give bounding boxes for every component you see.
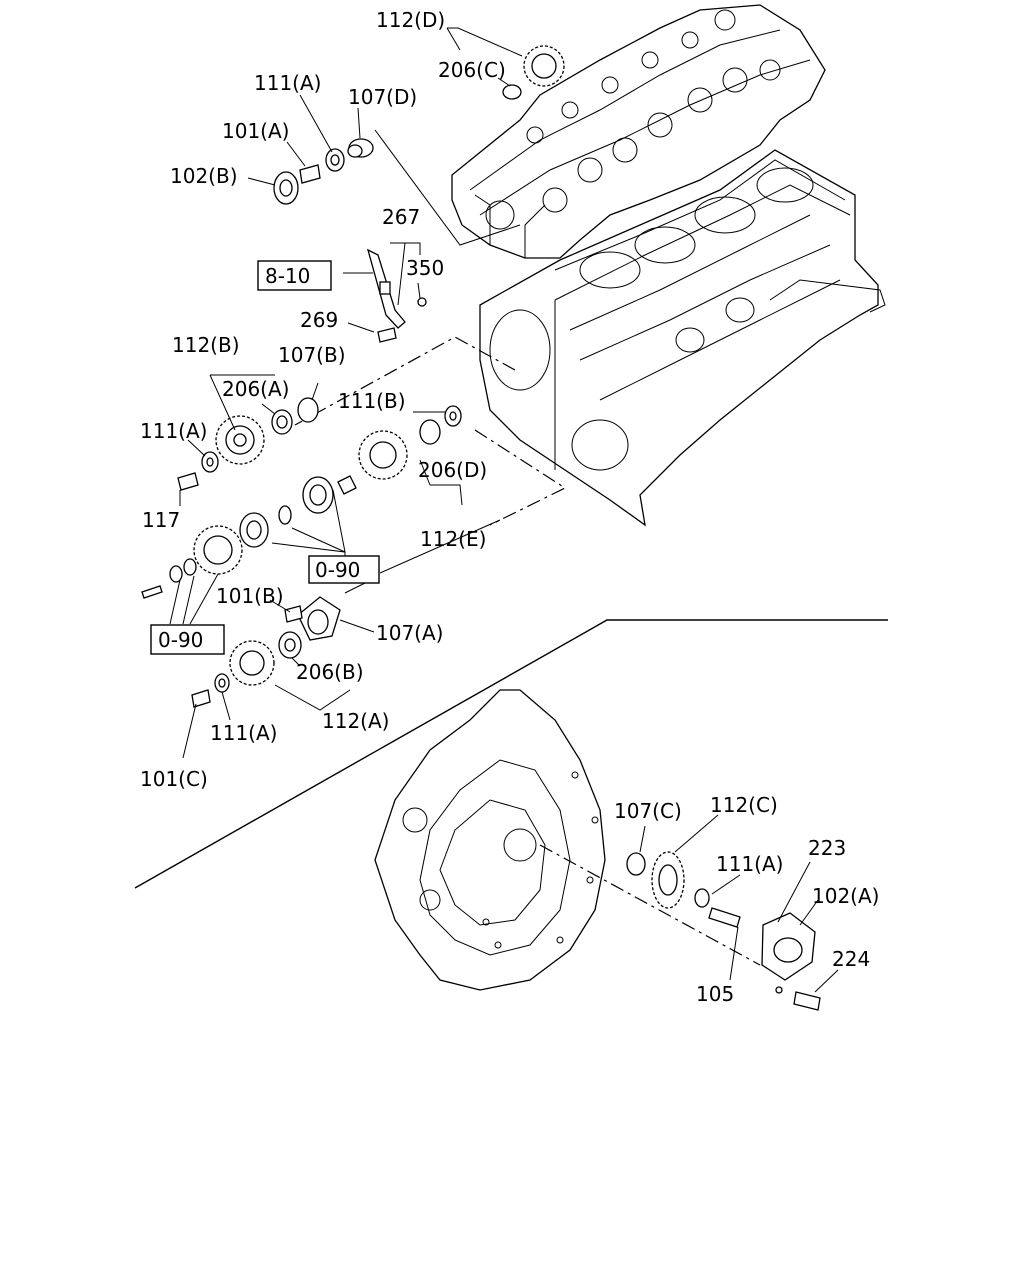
label-267: 267 [382,205,420,229]
bushing-107b [297,397,319,423]
label-112b: 112(B) [172,333,240,357]
label-102b: 102(B) [170,164,238,188]
oil-pipe-267 [366,248,406,329]
label-105: 105 [696,982,734,1006]
bushing-206b [278,631,302,659]
label-224: 224 [832,947,870,971]
bolt-101b [284,605,303,623]
bolt-117 [177,472,199,491]
housing-centerline [539,844,761,966]
label-350: 350 [406,256,444,280]
label-107a: 107(A) [376,621,443,645]
ref-box-0-90-left: 0-90 [150,624,225,655]
bushing-206d [419,419,441,445]
label-112c: 112(C) [710,793,778,817]
bolt-224 [775,986,821,1011]
bushing-206a [271,409,293,435]
label-111a-right: 111(A) [716,852,783,876]
label-101b: 101(B) [216,584,284,608]
label-111b: 111(B) [338,389,406,413]
ref-label-8-10: 8-10 [265,264,310,288]
gear-112b [215,415,265,465]
label-206d: 206(D) [418,458,487,482]
washer-111a-top [325,148,345,172]
bolt-105 [708,907,741,928]
washer-111b [444,405,462,427]
ref-box-0-90-right: 0-90 [308,555,380,584]
leader-lines [169,27,839,993]
label-111a-mid: 111(A) [140,419,207,443]
label-206c: 206(C) [438,58,506,82]
cylinder-block [479,149,886,527]
label-112e: 112(E) [420,527,486,551]
block-boundary-line [474,429,567,526]
o-ring-350 [417,297,427,307]
cover-223 [761,912,816,981]
ref-label-0-90-left: 0-90 [158,628,203,652]
bolt-101a [299,164,321,184]
housing-107a [297,596,341,641]
label-101a: 101(A) [222,119,289,143]
label-269: 269 [300,308,338,332]
label-101c: 101(C) [140,767,208,791]
small-parts-090 [141,558,197,599]
washer-111a-right [694,888,710,908]
bearing-102b [273,171,299,205]
label-107b: 107(B) [278,343,346,367]
label-117: 117 [142,508,180,532]
cylinder-head [451,4,826,259]
washer-111a-low [214,673,230,693]
bushing-107d [347,138,374,158]
bushing-107c [626,852,646,876]
bearing-assembly [239,475,357,548]
bushing-206c [502,84,522,100]
gear-112c [651,851,685,909]
ref-label-0-90-right: 0-90 [315,558,360,582]
label-111a-top: 111(A) [254,71,321,95]
washer-111a-mid [201,451,219,473]
gear-train-centerline [294,336,516,426]
label-206b: 206(B) [296,660,364,684]
label-223: 223 [808,836,846,860]
label-107c: 107(C) [614,799,682,823]
label-112a: 112(A) [322,709,389,733]
label-206a: 206(A) [222,377,289,401]
section-divider [134,619,888,889]
gear-112e [358,430,408,480]
ref-box-8-10: 8-10 [257,260,332,291]
flywheel-housing [374,689,606,991]
label-112d: 112(D) [376,8,445,32]
bolt-101c [191,689,211,708]
bolt-269 [377,327,397,343]
label-111a-low: 111(A) [210,721,277,745]
label-107d: 107(D) [348,85,417,109]
part-labels: 112(D) 206(C) 111(A) 107(D) 101(A) 102(B… [140,8,879,1006]
label-102a: 102(A) [812,884,879,908]
gear-112d [523,45,565,87]
gear-112a [229,640,275,686]
gear-lower-left [193,525,243,575]
